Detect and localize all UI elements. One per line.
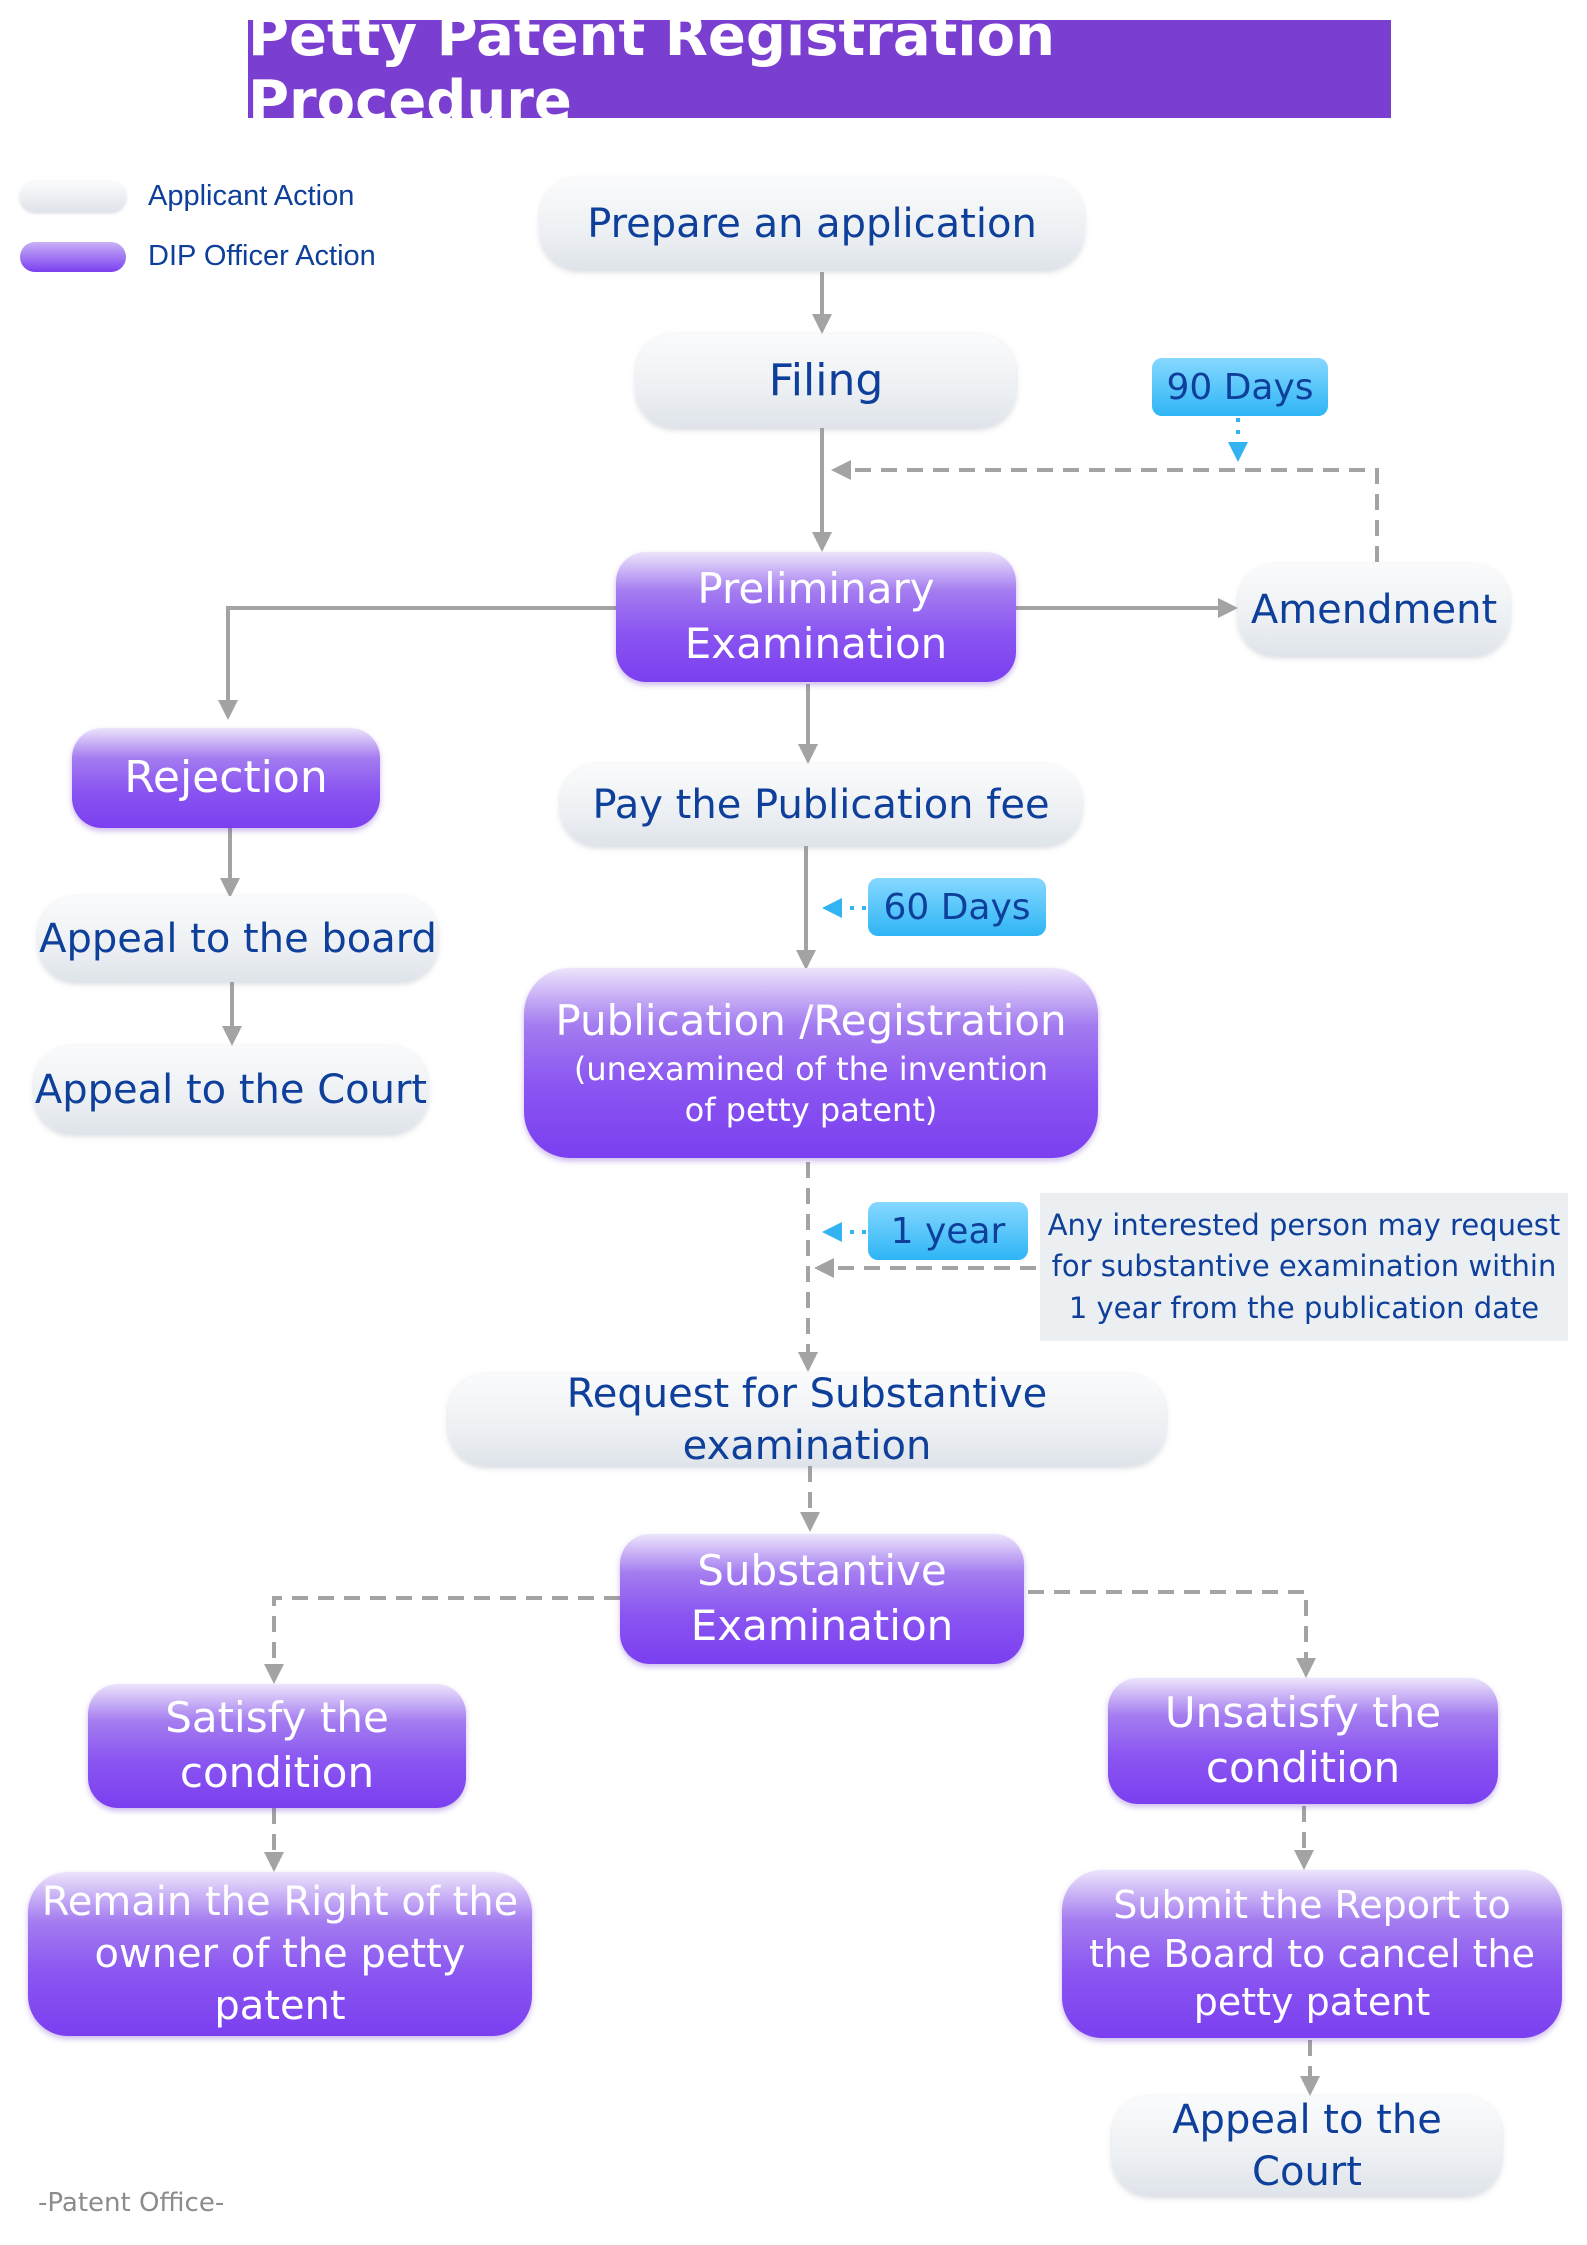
badge-60-days: 60 Days	[868, 878, 1046, 936]
node-label-line-1: Satisfy the	[165, 1691, 389, 1746]
node-appeal-to-court-right: Appeal to the Court	[1112, 2096, 1502, 2196]
node-publication-registration: Publication /Registration (unexamined of…	[524, 968, 1098, 1158]
badge-90-days: 90 Days	[1152, 358, 1328, 416]
node-label: Pay the Publication fee	[592, 779, 1049, 831]
node-label: Appeal to the board	[39, 913, 437, 965]
node-label-line-2: Examination	[691, 1599, 954, 1654]
node-label-line-2: condition	[1206, 1741, 1400, 1796]
footer-credit: -Patent Office-	[38, 2188, 224, 2218]
node-label-line-3: petty patent	[1194, 1978, 1431, 2027]
legend-label-applicant: Applicant Action	[148, 180, 354, 213]
node-label-line-2: owner of the petty patent	[28, 1928, 532, 2032]
node-label: Request for Substantive examination	[448, 1368, 1166, 1472]
note-line-1: Any interested person may request	[1048, 1205, 1561, 1246]
node-label-line-2: condition	[180, 1746, 374, 1801]
arrow-amendment-loop	[835, 470, 1377, 562]
node-label-line-2: Examination	[685, 617, 948, 672]
node-label: Prepare an application	[587, 198, 1037, 250]
node-appeal-to-board: Appeal to the board	[38, 896, 438, 982]
node-appeal-to-court-left: Appeal to the Court	[34, 1046, 428, 1134]
badge-1-year: 1 year	[868, 1202, 1028, 1260]
arrow-substantive-to-unsatisfy	[1028, 1592, 1306, 1674]
node-label: Publication /Registration	[555, 994, 1066, 1049]
node-label-line-1: Remain the Right of the	[42, 1876, 519, 1928]
node-sublabel-line-1: (unexamined of the invention	[574, 1049, 1048, 1091]
page-title: Petty Patent Registration Procedure	[248, 20, 1391, 118]
arrow-preliminary-to-rejection	[228, 608, 616, 716]
node-label-line-1: Preliminary	[697, 562, 934, 617]
note-line-3: 1 year from the publication date	[1069, 1288, 1539, 1329]
node-prepare-application: Prepare an application	[540, 178, 1084, 270]
legend-swatch-officer	[20, 242, 126, 272]
node-label-line-1: Unsatisfy the	[1165, 1686, 1441, 1741]
node-label: Amendment	[1251, 584, 1497, 636]
node-rejection: Rejection	[72, 728, 380, 828]
legend-label-officer: DIP Officer Action	[148, 240, 376, 273]
node-label-line-1: Submit the Report to	[1113, 1881, 1511, 1930]
node-remain-right-of-owner: Remain the Right of the owner of the pet…	[28, 1872, 532, 2036]
node-unsatisfy-condition: Unsatisfy the condition	[1108, 1678, 1498, 1804]
node-preliminary-examination: Preliminary Examination	[616, 552, 1016, 682]
node-satisfy-condition: Satisfy the condition	[88, 1684, 466, 1808]
node-label-line-1: Substantive	[697, 1544, 946, 1599]
note-substantive-request: Any interested person may request for su…	[1040, 1193, 1568, 1341]
node-sublabel-line-2: of petty patent)	[685, 1090, 938, 1132]
node-label: Appeal to the Court	[35, 1064, 427, 1116]
node-label: Appeal to the Court	[1112, 2094, 1502, 2198]
node-substantive-examination: Substantive Examination	[620, 1534, 1024, 1664]
legend-swatch-applicant	[20, 182, 126, 212]
node-filing: Filing	[636, 334, 1016, 428]
node-label-line-2: the Board to cancel the	[1089, 1930, 1535, 1979]
node-submit-report-to-board: Submit the Report to the Board to cancel…	[1062, 1870, 1562, 2038]
node-request-substantive-examination: Request for Substantive examination	[448, 1374, 1166, 1466]
arrow-substantive-to-satisfy	[274, 1598, 620, 1680]
node-label: Filing	[769, 352, 884, 409]
note-line-2: for substantive examination within	[1052, 1246, 1557, 1287]
node-pay-publication-fee: Pay the Publication fee	[560, 764, 1082, 846]
node-amendment: Amendment	[1238, 564, 1510, 656]
node-label: Rejection	[124, 749, 327, 806]
